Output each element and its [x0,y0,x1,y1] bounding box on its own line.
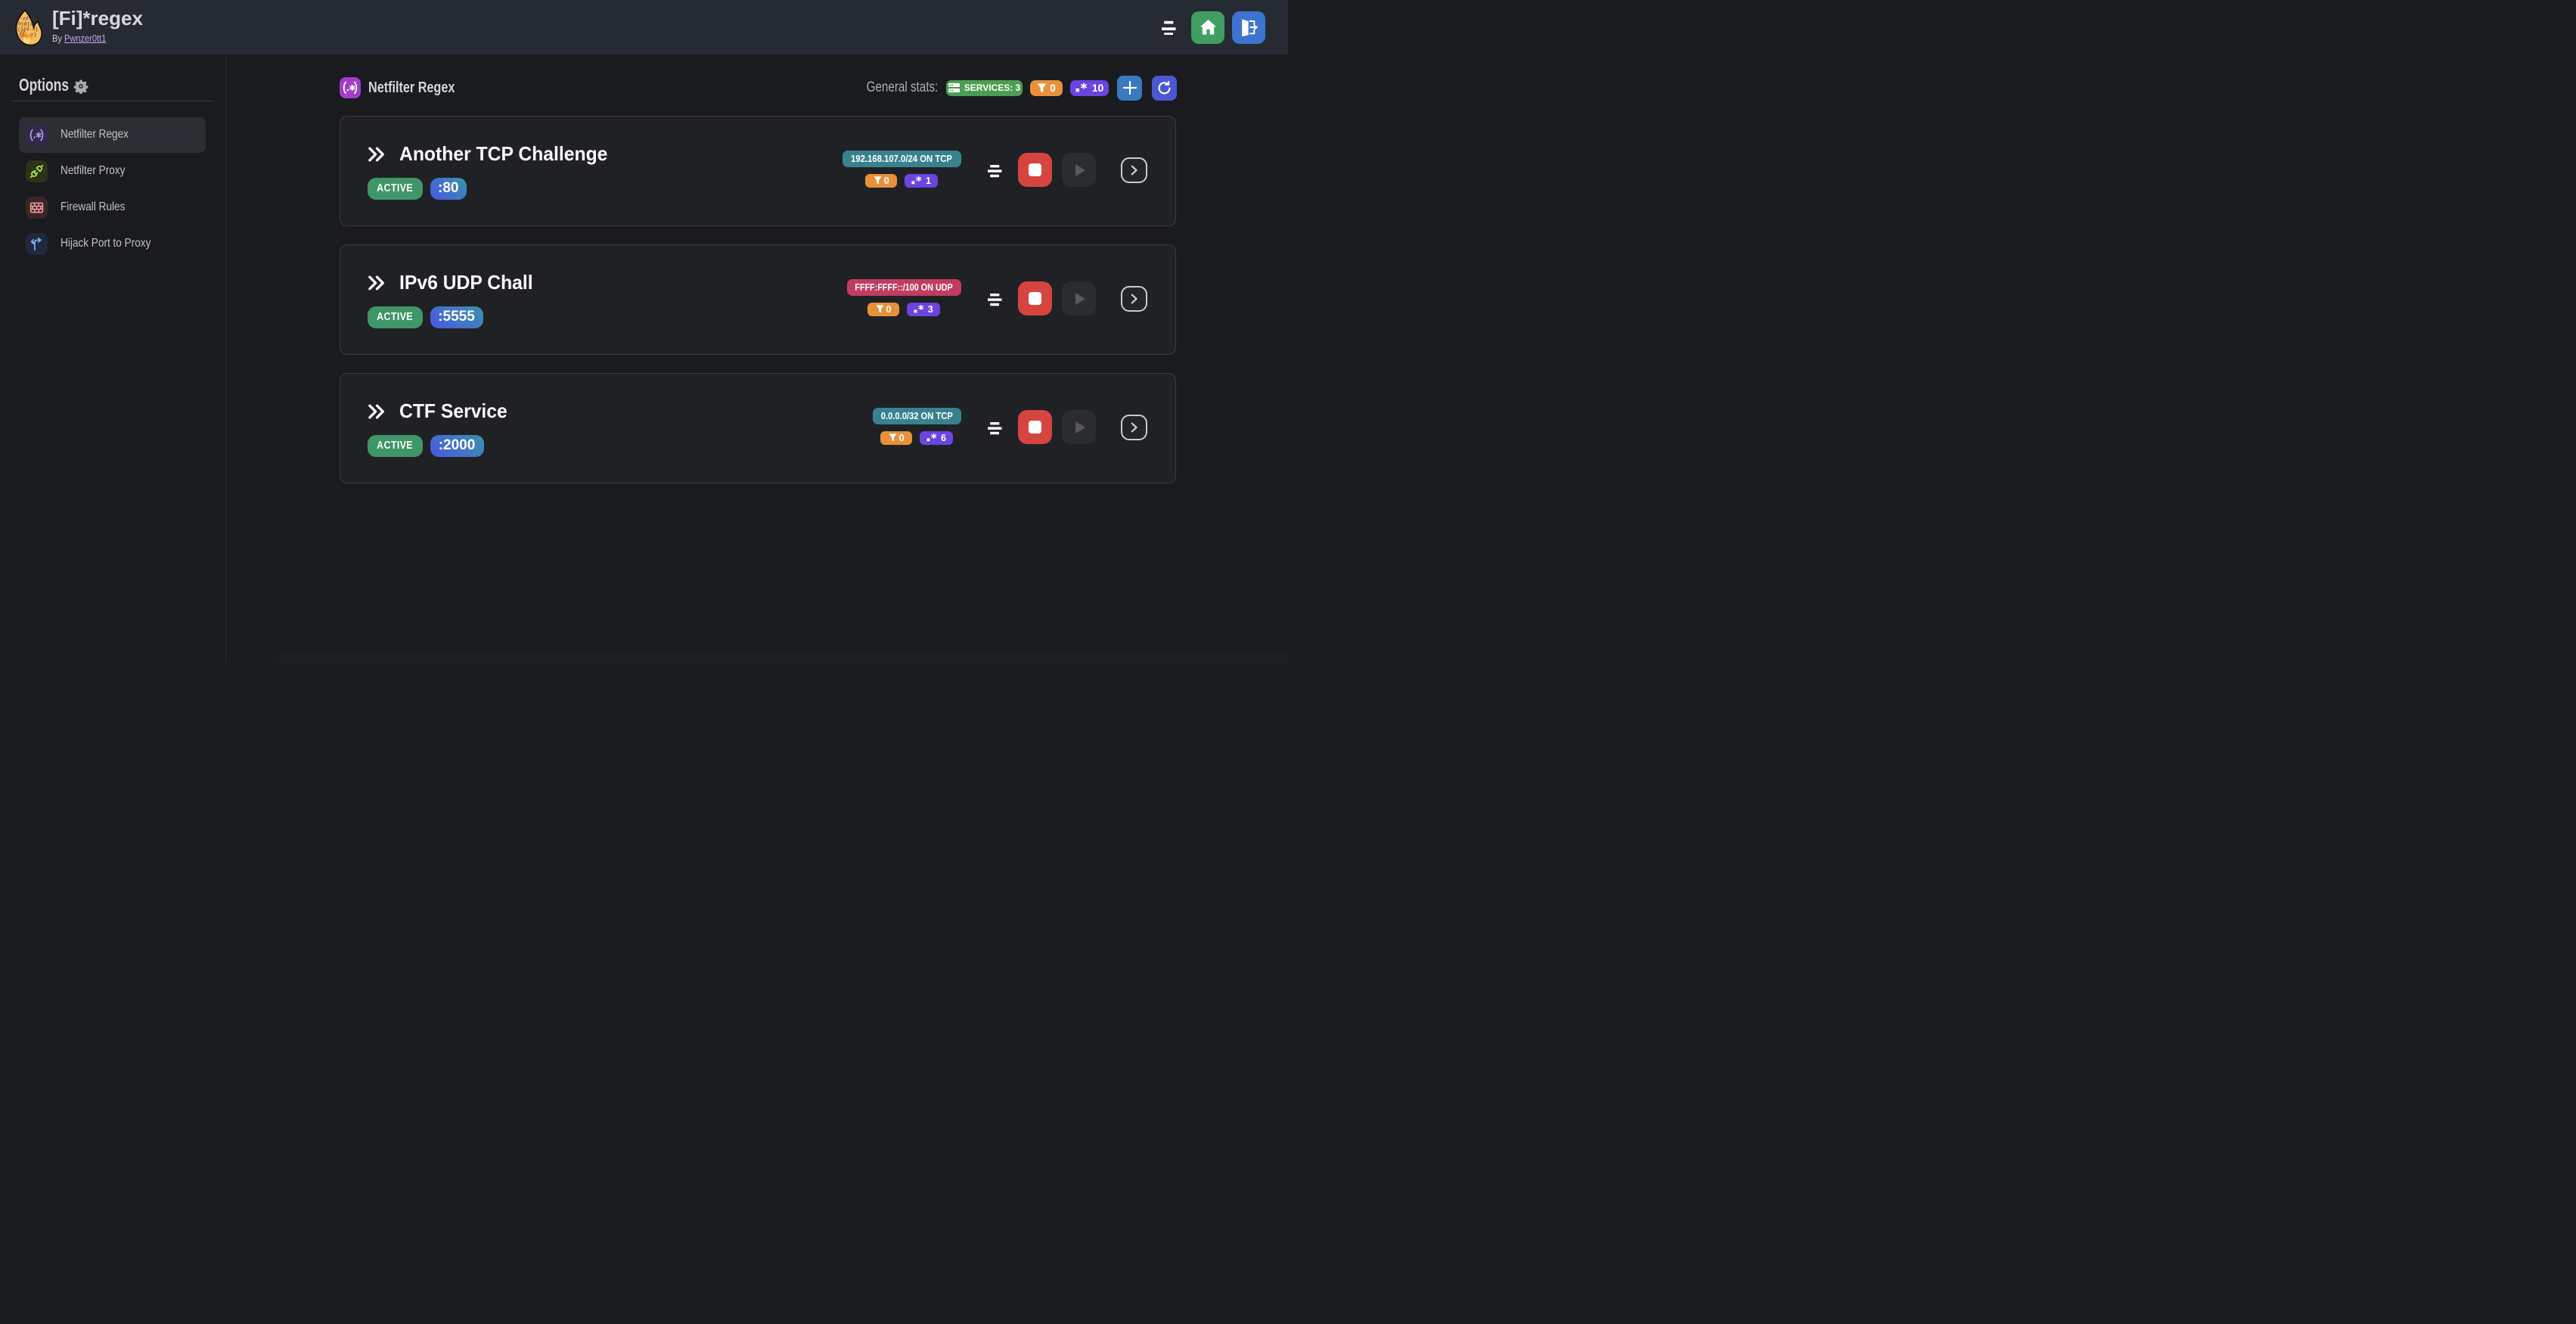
svg-text:{1}0-9]: {1}0-9] [17,27,38,33]
svg-text:0}@[a: 0}@[a [18,22,33,27]
svg-text:{1, z]: {1, z] [19,33,36,38]
svg-text:-z0-9: -z0-9 [20,17,35,22]
